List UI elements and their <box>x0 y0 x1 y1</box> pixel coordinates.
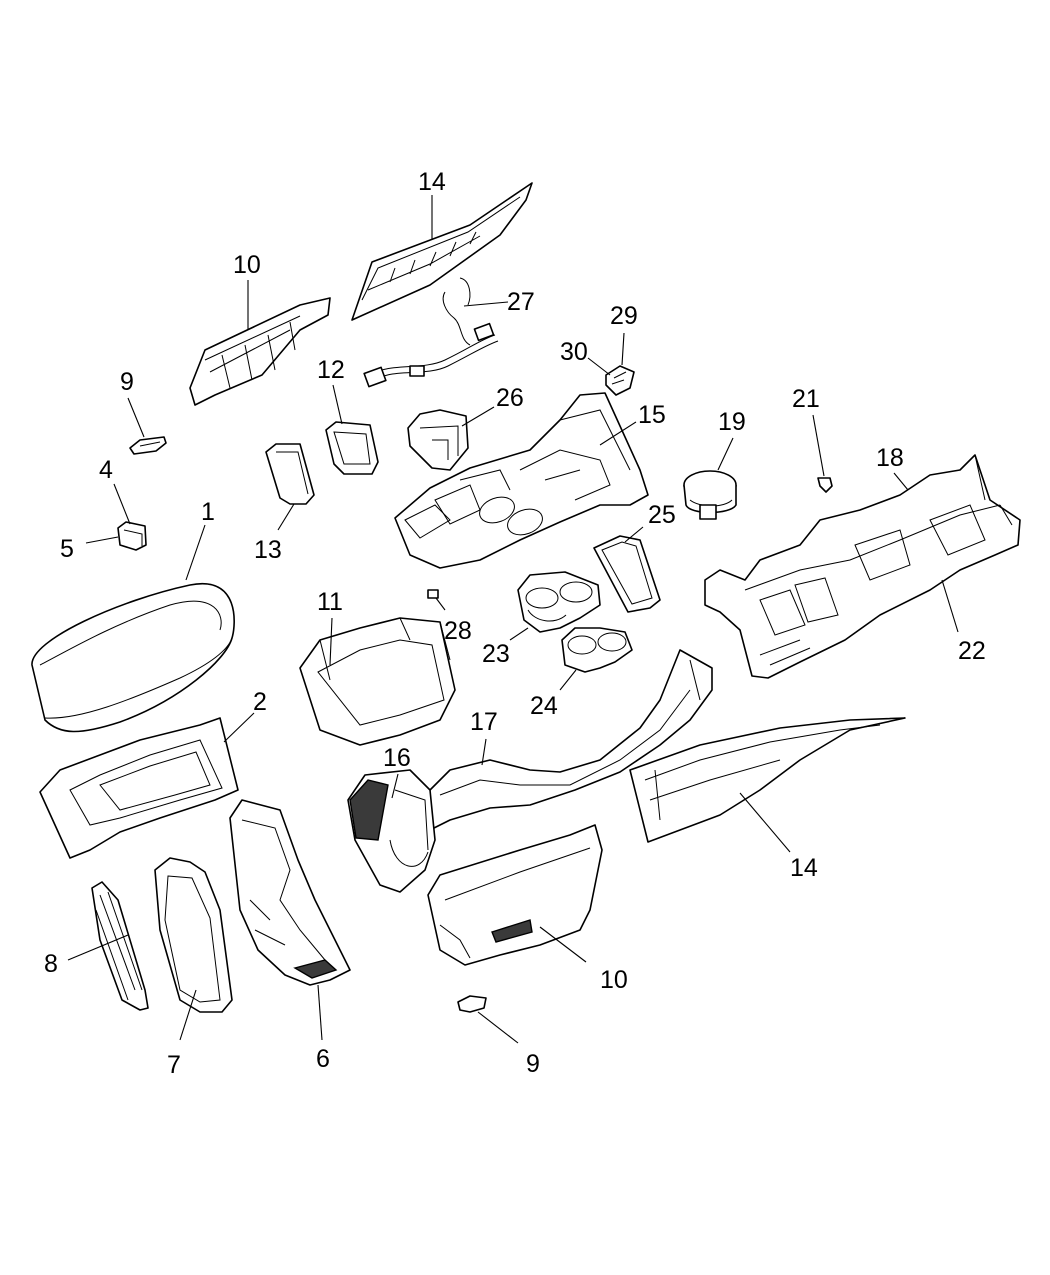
callout-9-top: 9 <box>120 368 134 396</box>
callout-18: 18 <box>876 444 904 472</box>
callout-11: 11 <box>317 588 343 616</box>
part-16-vent-housing <box>347 769 436 893</box>
part-29-30-connector <box>605 365 635 396</box>
callout-25: 25 <box>648 501 676 529</box>
part-14-upper-trim <box>351 182 533 321</box>
callout-29: 29 <box>610 302 638 330</box>
callout-10-top: 10 <box>233 251 261 279</box>
leader-lines <box>67 195 959 1044</box>
part-10-upper-side-panel <box>189 297 331 406</box>
callout-14-bottom: 14 <box>790 854 818 882</box>
part-10-lower-side-panel <box>427 824 603 966</box>
callout-4: 4 <box>99 456 113 484</box>
callout-16: 16 <box>383 744 411 772</box>
callout-1: 1 <box>201 498 215 526</box>
part-4-5-bracket <box>117 521 147 551</box>
part-9-lower-clip <box>457 995 487 1013</box>
callout-12: 12 <box>317 356 345 384</box>
callout-30: 30 <box>560 338 588 366</box>
part-7-frame <box>154 857 233 1013</box>
callout-8: 8 <box>44 950 58 978</box>
callout-14-top: 14 <box>418 168 446 196</box>
part-21-push-pin <box>817 477 833 493</box>
part-13-lid <box>265 443 315 505</box>
callout-23: 23 <box>482 640 510 668</box>
callout-28: 28 <box>444 617 472 645</box>
part-9-upper-clip <box>129 436 167 455</box>
part-6-front-panel <box>229 799 351 986</box>
callout-2: 2 <box>253 688 267 716</box>
part-14-lower-trim <box>629 717 906 843</box>
callout-24: 24 <box>530 692 558 720</box>
part-25-tray <box>593 535 661 613</box>
callout-9-bottom: 9 <box>526 1050 540 1078</box>
callout-19: 19 <box>718 408 746 436</box>
callout-22: 22 <box>958 637 986 665</box>
part-8-grille <box>91 881 149 1011</box>
part-28-clip <box>427 589 439 599</box>
part-11-storage-bin <box>299 617 456 746</box>
part-15-center-bezel <box>394 392 649 569</box>
callout-5: 5 <box>60 535 74 563</box>
part-1-armrest-lid <box>31 582 235 733</box>
callout-7: 7 <box>167 1051 181 1079</box>
callout-6: 6 <box>316 1045 330 1073</box>
part-26-bracket <box>407 409 469 471</box>
callout-27: 27 <box>507 288 535 316</box>
part-17-air-duct <box>419 649 713 831</box>
callout-10-bottom: 10 <box>600 966 628 994</box>
callout-15: 15 <box>638 401 666 429</box>
part-23-cupholder <box>517 571 601 633</box>
part-18-22-console-base <box>704 454 1021 679</box>
callout-13: 13 <box>254 536 282 564</box>
part-12-bezel <box>325 421 379 475</box>
callout-17: 17 <box>470 708 498 736</box>
part-2-armrest-base <box>39 717 239 859</box>
callout-21: 21 <box>792 385 820 413</box>
part-19-knob <box>683 470 737 520</box>
callout-26: 26 <box>496 384 524 412</box>
part-27-wire-harness <box>363 277 499 388</box>
callout-labels: 14 10 27 29 30 9 12 26 15 19 21 18 4 5 1… <box>44 168 986 1079</box>
part-24-cup-insert <box>561 627 633 673</box>
